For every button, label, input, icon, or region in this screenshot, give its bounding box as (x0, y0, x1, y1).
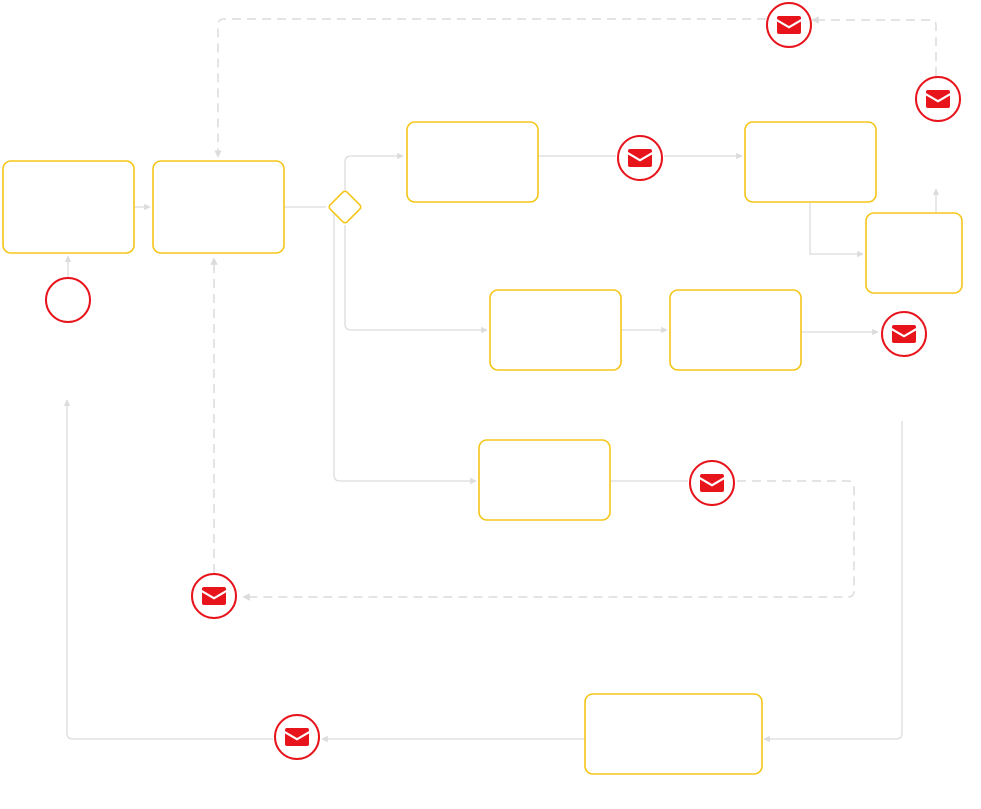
message-flow-event2-to-event7 (811, 16, 937, 76)
envelope-icon (628, 149, 652, 167)
envelope-icon (926, 90, 950, 108)
gateway-1[interactable] (328, 190, 362, 224)
task-2[interactable] (152, 160, 285, 254)
message-event-7[interactable] (766, 2, 812, 48)
flow-gateway-to-task3 (344, 152, 404, 190)
task-8[interactable] (478, 439, 611, 521)
task-1[interactable] (2, 160, 135, 254)
flow-right-to-task9 (763, 421, 903, 743)
message-event-1[interactable] (617, 135, 663, 181)
start-event[interactable] (45, 277, 91, 323)
flow-gateway-to-task8 (333, 212, 477, 485)
task-3[interactable] (406, 121, 539, 203)
message-event-6[interactable] (274, 714, 320, 760)
message-event-5[interactable] (191, 573, 237, 619)
task-7[interactable] (669, 289, 802, 371)
flow-gateway-to-task6 (344, 225, 488, 334)
message-event-4[interactable] (689, 460, 735, 506)
message-event-2[interactable] (915, 76, 961, 122)
envelope-icon (285, 728, 309, 746)
envelope-icon (777, 16, 801, 34)
tasks (2, 121, 963, 775)
envelope-icon (892, 325, 916, 343)
flow-event6-to-left (63, 399, 273, 740)
task-9[interactable] (584, 693, 763, 775)
envelope-icon (202, 587, 226, 605)
envelope-icon (700, 474, 724, 492)
events (45, 2, 961, 760)
task-5[interactable] (865, 212, 963, 294)
task-6[interactable] (489, 289, 622, 371)
flow-task4-to-task5 (809, 203, 864, 258)
task-4[interactable] (744, 121, 877, 203)
message-event-3[interactable] (881, 311, 927, 357)
gateways (328, 190, 362, 224)
